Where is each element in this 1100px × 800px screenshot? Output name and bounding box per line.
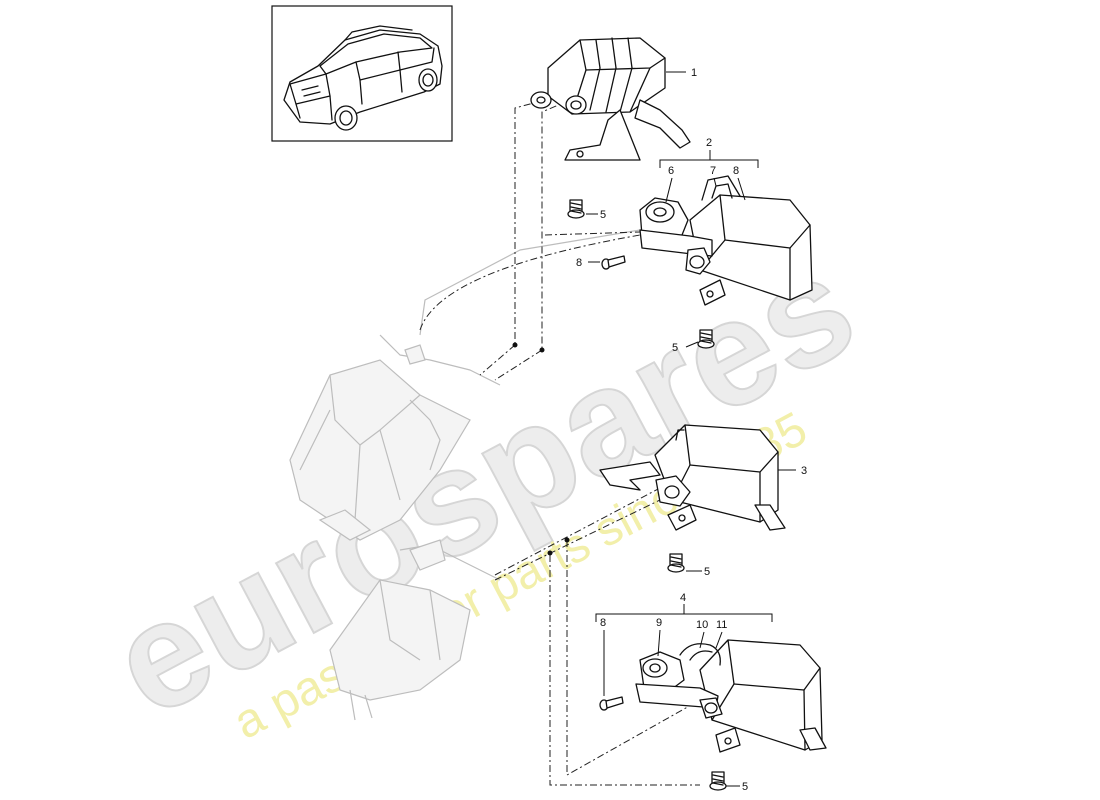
callout-10: 10 — [696, 619, 708, 631]
callout-1: 1 — [691, 67, 697, 79]
background-fuel-tank — [289, 229, 641, 721]
callout-4: 4 — [680, 592, 686, 604]
callout-6: 6 — [668, 165, 674, 177]
fasteners — [567, 199, 727, 791]
bolt-5b — [697, 329, 715, 349]
carbon-canister-assembly — [639, 175, 813, 306]
bolt-5c — [667, 553, 685, 573]
carbon-canister-middle — [599, 424, 786, 531]
callout-5c: 5 — [704, 566, 710, 578]
callout-5a: 5 — [600, 209, 606, 221]
leader-lines — [586, 71, 796, 787]
callout-5b: 5 — [672, 342, 678, 354]
callout-7: 7 — [710, 165, 716, 177]
car-illustration — [283, 25, 443, 131]
callout-8a: 8 — [733, 165, 739, 177]
callout-8b: 8 — [576, 257, 582, 269]
callout-11: 11 — [716, 619, 727, 631]
screw-8b — [599, 696, 624, 711]
screw-8a — [601, 255, 626, 270]
callout-labels: 1 2 6 7 8 5 8 5 3 5 4 8 9 10 11 5 — [576, 67, 807, 793]
callout-2: 2 — [706, 137, 712, 149]
carbon-canister-upper — [530, 37, 691, 161]
vehicle-thumbnail — [271, 5, 453, 142]
bolt-5d — [709, 771, 727, 791]
bolt-5a — [567, 199, 585, 219]
callout-5d: 5 — [742, 781, 748, 793]
carbon-canister-lower — [635, 639, 827, 753]
callout-8c: 8 — [600, 617, 606, 629]
callout-3: 3 — [801, 465, 807, 477]
callout-9: 9 — [656, 617, 662, 629]
